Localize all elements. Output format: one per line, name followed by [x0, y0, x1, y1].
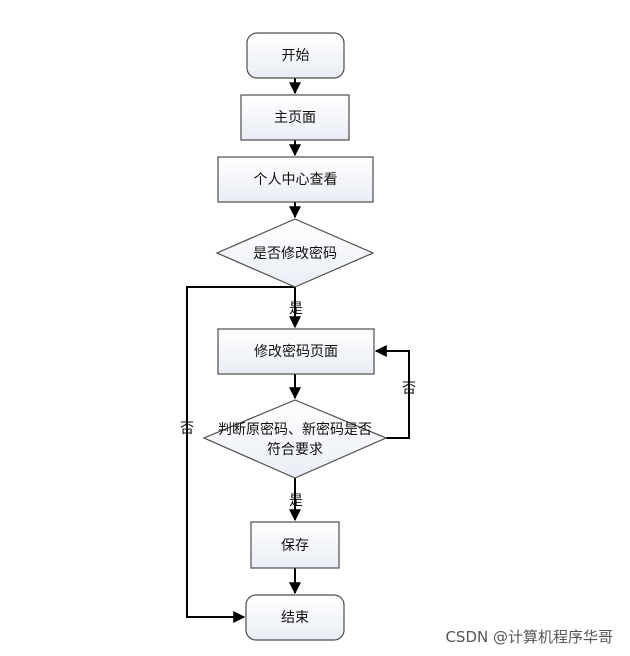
node-save [250, 521, 340, 569]
edge-label-modify-no: 否 [180, 421, 194, 437]
node-check-label-line2: 符合要求 [267, 442, 323, 458]
edge-check-no-modifypage [374, 345, 410, 439]
node-save-label: 保存 [281, 538, 309, 554]
node-home-label: 主页面 [274, 110, 316, 126]
node-profile [217, 156, 374, 203]
node-check [202, 399, 388, 479]
watermark: CSDN @计算机程序华哥 [445, 628, 613, 646]
node-start [246, 32, 345, 79]
node-check-label-line1: 判断原密码、新密码是否 [218, 421, 372, 438]
node-start-label: 开始 [282, 48, 310, 64]
node-profile-label: 个人中心查看 [254, 172, 338, 188]
edge-label-check-no: 否 [402, 381, 416, 397]
edge-decision-no-end [186, 286, 295, 623]
node-modify-page [217, 328, 375, 375]
node-home [240, 94, 350, 141]
node-end-label: 结束 [281, 610, 309, 626]
node-end [245, 594, 345, 641]
edge-label-check-yes: 是 [289, 493, 303, 509]
node-decision-modify-label: 是否修改密码 [253, 245, 337, 262]
node-modify-page-label: 修改密码页面 [254, 343, 338, 360]
node-decision-modify [215, 218, 375, 288]
edge-label-modify-yes: 是 [289, 301, 303, 317]
